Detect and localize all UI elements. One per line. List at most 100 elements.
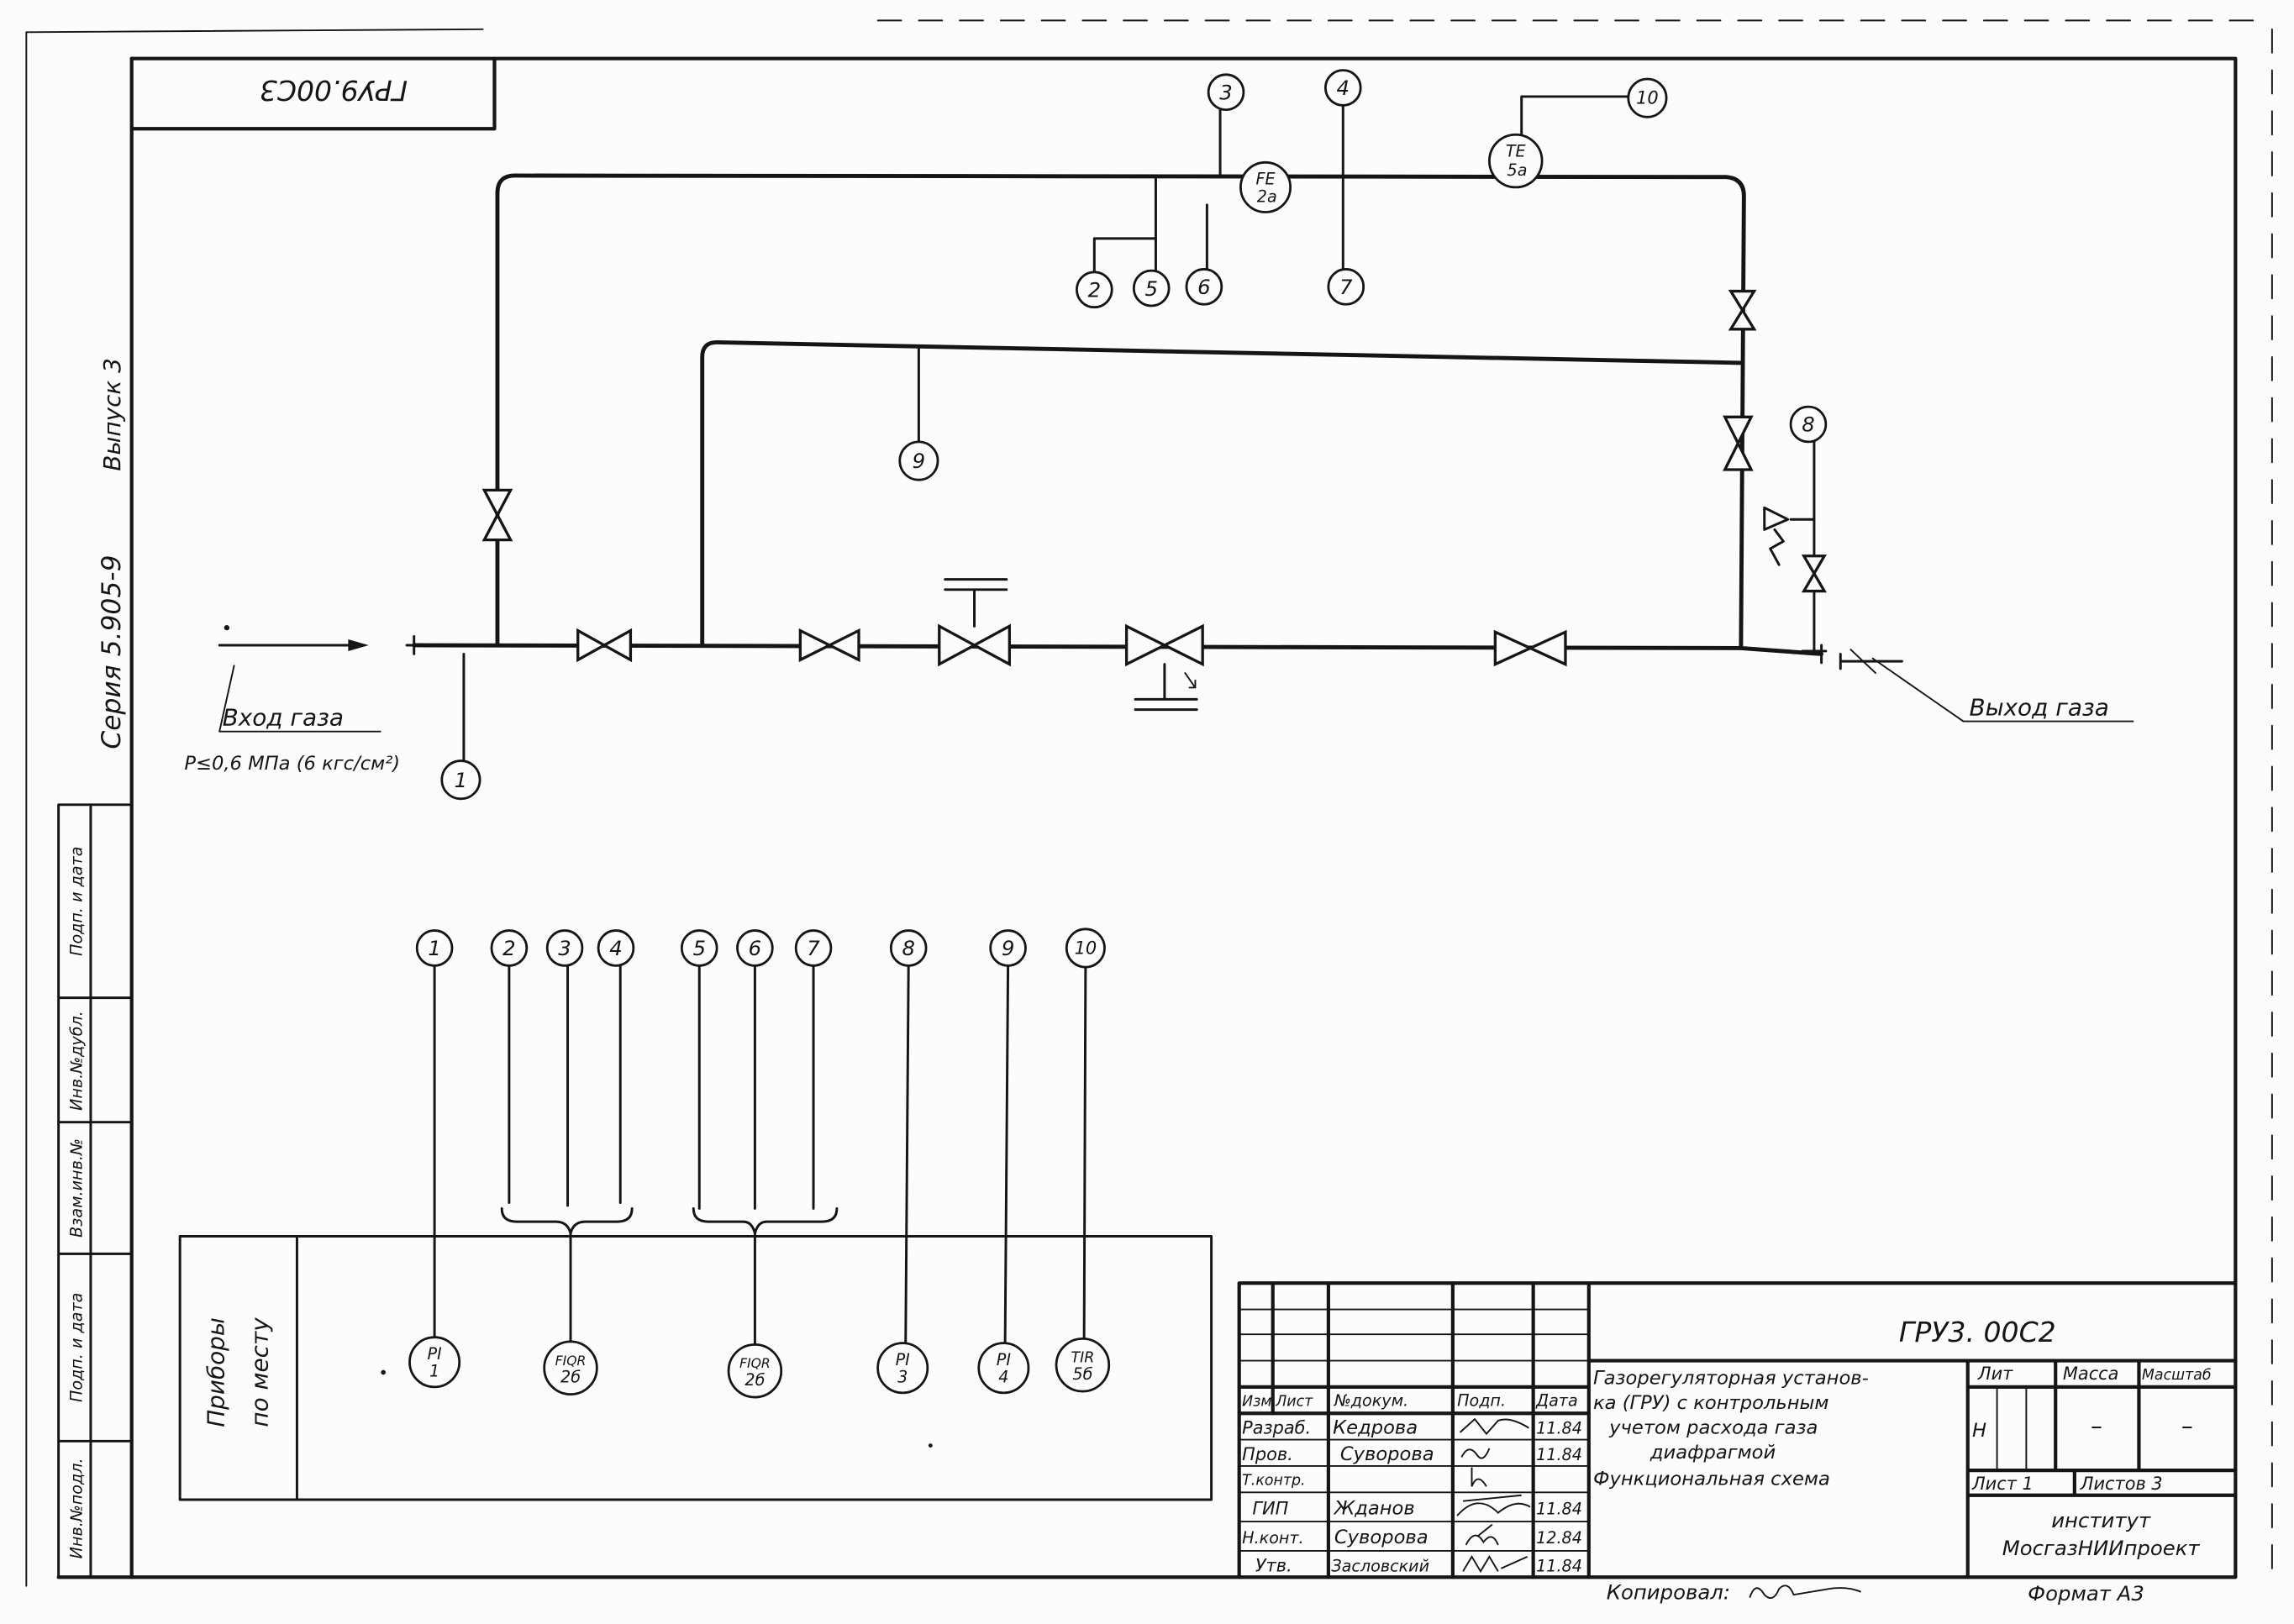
signature bbox=[1465, 1523, 1499, 1546]
connection-point: 2 bbox=[1076, 271, 1113, 309]
instrument-lines bbox=[433, 964, 1087, 1346]
signature bbox=[1462, 1555, 1528, 1574]
regulating-valve bbox=[938, 623, 1011, 667]
header-signature: Подп. bbox=[1457, 1391, 1506, 1411]
panel-label-line2: по месту bbox=[246, 1317, 274, 1427]
side-stamp: Подп. и дата Инв.№дубл. Взам.инв.№ Подп.… bbox=[67, 847, 87, 1559]
instrument-connection: 8 bbox=[889, 929, 928, 967]
instrument-connection-label: 10 bbox=[1075, 938, 1097, 958]
shutoff-valve bbox=[1728, 289, 1757, 331]
side-stamp-cell: Подп. и дата bbox=[67, 1293, 87, 1402]
signatory-name: Засловский bbox=[1331, 1556, 1429, 1575]
organization-line: МосгазНИИпроект bbox=[2002, 1536, 2201, 1560]
shutoff-valve bbox=[1801, 554, 1827, 593]
connection-point: 5 bbox=[1132, 269, 1171, 307]
flow-element-orifice: FE 2а bbox=[1239, 160, 1292, 213]
signal-brace bbox=[692, 1206, 839, 1235]
signatory-date: 12.84 bbox=[1536, 1528, 1582, 1548]
copied-by-label: Копировал: bbox=[1607, 1579, 1730, 1604]
instrument-connection: 9 bbox=[989, 929, 1027, 967]
inlet-arrowhead bbox=[348, 639, 369, 651]
scan-speck bbox=[381, 1369, 386, 1375]
drawing-designation: ГРУ3. 00С2 bbox=[1899, 1316, 2056, 1348]
outlet-label: Выход газа bbox=[1969, 694, 2108, 722]
connection-point: 1 bbox=[440, 759, 481, 801]
temperature-element-tag: TE bbox=[1506, 141, 1527, 160]
connection-point: 8 bbox=[1789, 405, 1828, 444]
instrument-tag: PI bbox=[997, 1350, 1012, 1369]
instrument-number: 5б bbox=[1072, 1364, 1092, 1384]
connection-point: 10 bbox=[1627, 77, 1668, 118]
description-line: Газорегуляторная установ- bbox=[1593, 1367, 1869, 1389]
instrument-connection: 4 bbox=[597, 929, 635, 967]
title-block-cols bbox=[1271, 1281, 1591, 1579]
instrument-tag: PI bbox=[428, 1344, 443, 1364]
connection-point: 7 bbox=[1327, 268, 1365, 306]
instrument-connection: 6 bbox=[736, 929, 774, 967]
side-stamp-cell: Инв.№подл. bbox=[67, 1458, 87, 1558]
format-label: Формат А3 bbox=[2028, 1581, 2144, 1606]
tap-line-2 bbox=[1092, 237, 1157, 274]
connection-point-label: 3 bbox=[1219, 80, 1232, 104]
shutoff-valve bbox=[1723, 415, 1754, 471]
signal-line bbox=[1082, 964, 1087, 1340]
regulating-valve-actuator bbox=[944, 578, 1008, 628]
outlet-pipe-stub bbox=[1839, 652, 1903, 670]
instrument-connection-label: 4 bbox=[609, 936, 622, 960]
instrument-connection-label: 2 bbox=[502, 936, 515, 960]
trim-line-top bbox=[25, 28, 484, 34]
panel-label-line1: Приборы bbox=[202, 1317, 229, 1427]
instrument-connection-label: 5 bbox=[692, 936, 705, 960]
scale-label: Масштаб bbox=[2142, 1367, 2212, 1384]
signatory-role: ГИП bbox=[1252, 1498, 1288, 1518]
signatures bbox=[1456, 1417, 1531, 1574]
scan-speck bbox=[928, 1443, 933, 1448]
description-line: ка (ГРУ) с контрольным bbox=[1593, 1392, 1828, 1414]
temperature-element: TE 5а bbox=[1488, 133, 1544, 189]
title-block-rows bbox=[1238, 1308, 1590, 1552]
instrument-tag: FIQR bbox=[555, 1353, 587, 1369]
instrument-number: 2б bbox=[560, 1368, 581, 1387]
tap-line-te bbox=[1520, 95, 1630, 136]
flow-element-tag: FE bbox=[1255, 169, 1276, 188]
copier-signature bbox=[1749, 1585, 1861, 1600]
signal-line bbox=[1003, 964, 1010, 1345]
drawing-frame bbox=[25, 19, 2273, 1587]
metering-bypass-pipe bbox=[495, 173, 1746, 650]
purge-branch bbox=[1763, 440, 1828, 653]
title-block-grid bbox=[1237, 1281, 2238, 1579]
title-block-border bbox=[1237, 1281, 2238, 1579]
description-line: учетом расхода газа bbox=[1608, 1417, 1818, 1439]
lit-value: Н bbox=[1972, 1420, 1986, 1442]
connection-point-label: 9 bbox=[913, 449, 925, 473]
inlet-pressure: Р≤0,6 МПа (6 кгс/см²) bbox=[184, 753, 400, 775]
connection-point: 4 bbox=[1324, 69, 1362, 107]
pressure-regulator-actuator bbox=[1134, 663, 1198, 712]
header-sheet: Лист bbox=[1275, 1394, 1313, 1411]
header-change: Изм bbox=[1242, 1394, 1271, 1411]
sheet-number: Лист 1 bbox=[1971, 1474, 2034, 1494]
signatory-name: Суворова bbox=[1334, 1527, 1428, 1548]
signature bbox=[1460, 1448, 1491, 1487]
instrument-connection: 3 bbox=[545, 929, 584, 967]
rotated-designation: ГРУ9.00С3 bbox=[260, 74, 408, 107]
signatory-role: Разраб. bbox=[1242, 1418, 1311, 1438]
issue-label: Выпуск 3 bbox=[98, 358, 126, 471]
pressure-regulator bbox=[1124, 623, 1204, 667]
instrument-connection-label: 9 bbox=[1002, 936, 1014, 960]
inlet-label: Вход газа bbox=[223, 704, 344, 732]
instrument-connection-label: 8 bbox=[902, 936, 914, 960]
instrument-connection: 1 bbox=[415, 929, 454, 967]
sheets-total: Листов 3 bbox=[2080, 1474, 2163, 1494]
instrument-device: PI 3 bbox=[876, 1342, 929, 1395]
header-doc-no: №докум. bbox=[1334, 1391, 1408, 1411]
purge-line bbox=[1801, 440, 1828, 653]
shutoff-valve bbox=[576, 628, 633, 663]
instrument-device: PI 1 bbox=[408, 1336, 461, 1389]
connection-point-label: 1 bbox=[455, 768, 467, 792]
inlet-dot bbox=[224, 624, 229, 631]
temperature-element-number: 5а bbox=[1507, 160, 1528, 180]
outlet-leader bbox=[1849, 649, 2134, 723]
signatory-role: Т.контр. bbox=[1242, 1473, 1305, 1490]
